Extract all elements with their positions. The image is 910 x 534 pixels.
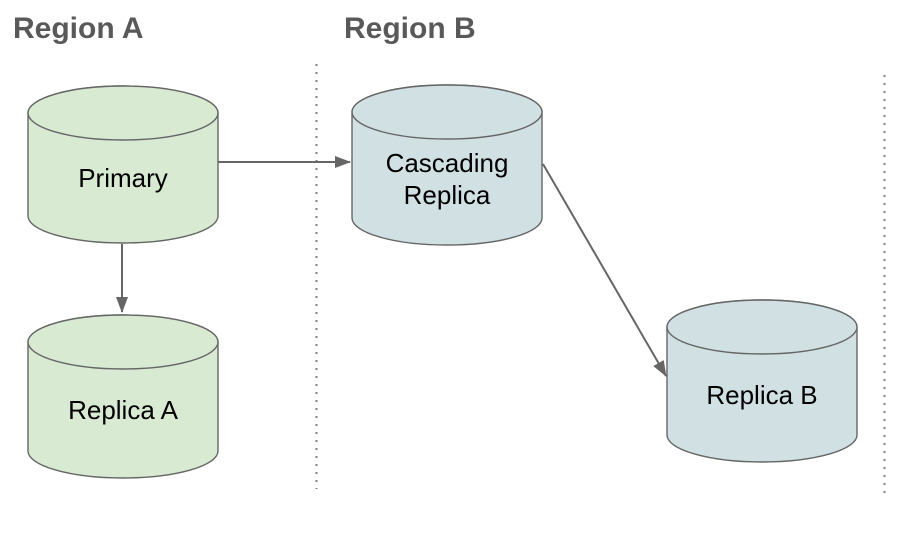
db-cylinder-replica-a [27, 314, 219, 479]
db-cylinder-primary [27, 85, 219, 244]
db-cylinder-replica-b-top [666, 299, 858, 355]
region-a-title: Region A [13, 12, 144, 45]
replica-b-node-label: Replica B [706, 379, 818, 410]
db-cylinder-primary-top [27, 85, 219, 141]
cascading-replica-node-label: Cascading Replica [385, 147, 509, 210]
db-cylinder-replica-a-top [27, 314, 219, 370]
db-cylinder-replica-b [666, 299, 858, 463]
edge-cascading-replica-to-replica-b-arrow [542, 163, 667, 377]
db-cylinder-cascading-replica [351, 84, 543, 246]
region-b-title: Region B [344, 12, 476, 45]
replica-a-node-label: Replica A [68, 395, 178, 425]
db-cylinder-cascading-replica-top [351, 84, 543, 140]
primary-node-label: Primary [78, 163, 168, 193]
